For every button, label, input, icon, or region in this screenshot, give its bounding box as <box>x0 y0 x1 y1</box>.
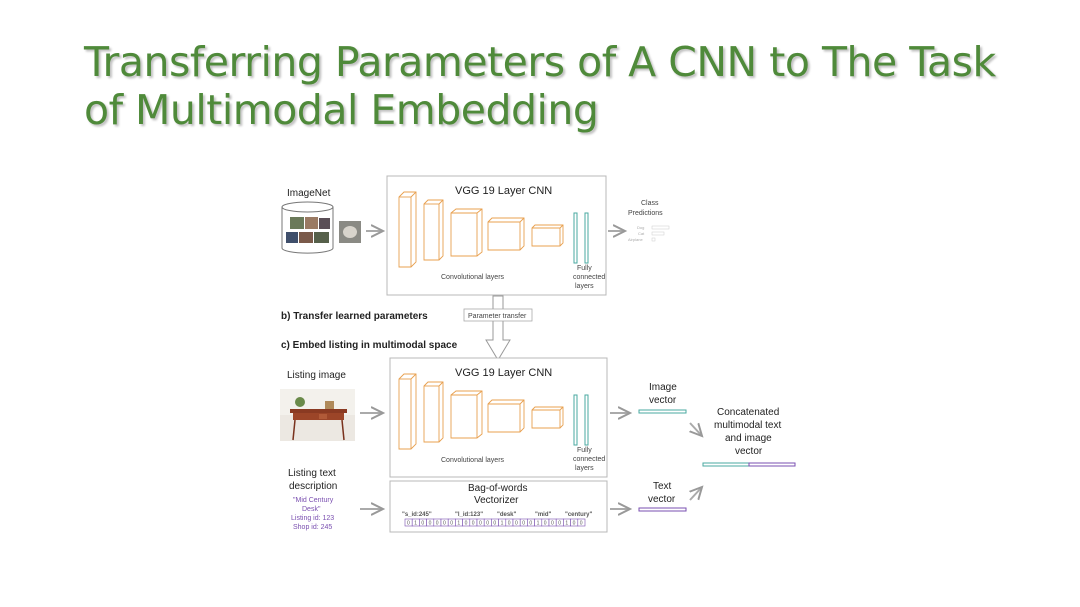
top-conv-layers-label: Convolutional layers <box>441 274 505 281</box>
bottom-cnn-title: VGG 19 Layer CNN <box>455 367 552 379</box>
bow-cell-digit: 1 <box>501 520 504 526</box>
class-item-airplane: Airplane <box>628 237 643 242</box>
bow-word-4: "mid" <box>535 512 552 518</box>
top-conv-layers <box>398 191 564 268</box>
text-vector-label-1: Text <box>653 481 672 492</box>
bow-cell-digit: 0 <box>573 520 576 526</box>
listing-text-value-3: Listing id: 123 <box>291 515 334 522</box>
bow-cell-digit: 0 <box>450 520 453 526</box>
bow-cell-digit: 0 <box>486 520 489 526</box>
top-fc-label-2: connected <box>573 274 605 281</box>
bow-cell-digit: 0 <box>465 520 468 526</box>
bow-label-1: Bag-of-words <box>468 483 527 494</box>
listing-text-label-1: Listing text <box>288 468 336 479</box>
listing-text-value-4: Shop id: 245 <box>293 524 332 531</box>
listing-text-label-2: description <box>289 481 337 492</box>
image-vector-bar <box>638 409 687 414</box>
concat-vector-bar <box>702 462 796 467</box>
bow-cell-digit: 0 <box>479 520 482 526</box>
class-item-dog: Dog <box>637 225 644 230</box>
bow-cell <box>577 518 586 527</box>
bow-cell-digit: 0 <box>558 520 561 526</box>
bottom-fc-layers <box>573 394 589 446</box>
bow-cell-digit: 0 <box>429 520 432 526</box>
imagenet-label: ImageNet <box>287 188 331 199</box>
bow-cell-digit: 1 <box>457 520 460 526</box>
step-c-label: c) Embed listing in multimodal space <box>281 340 458 351</box>
bow-cell-digit: 0 <box>443 520 446 526</box>
bow-cell-digit: 0 <box>544 520 547 526</box>
bow-cell-digit: 1 <box>537 520 540 526</box>
listing-image-label: Listing image <box>287 370 346 381</box>
top-fc-label-3: layers <box>575 283 594 290</box>
listing-text-value-1: "Mid Century <box>293 497 334 504</box>
concat-label-2: multimodal text <box>714 420 781 431</box>
bow-cell-digit: 0 <box>529 520 532 526</box>
text-vector-label-2: vector <box>648 494 676 505</box>
bow-cell-digit: 0 <box>493 520 496 526</box>
bow-cell-digit: 0 <box>551 520 554 526</box>
bow-label-2: Vectorizer <box>474 495 519 506</box>
bow-word-5: "century" <box>565 512 593 518</box>
concat-label-1: Concatenated <box>717 407 779 418</box>
bow-cell-digit: 0 <box>508 520 511 526</box>
parameter-transfer-arrow <box>485 295 511 361</box>
imagenet-database-icon <box>281 201 334 254</box>
class-predictions-bars: Dog Cat Airplane <box>628 225 670 242</box>
bow-cell-digit: 0 <box>407 520 410 526</box>
bow-cell-digit: 0 <box>421 520 424 526</box>
bow-cell-digit: 0 <box>436 520 439 526</box>
top-cnn-title: VGG 19 Layer CNN <box>455 185 552 197</box>
concat-label-3: and image <box>725 433 772 444</box>
bow-word-2: "l_id:123" <box>455 512 483 518</box>
listing-desk-image <box>280 389 355 441</box>
class-predictions-label-1: Class <box>641 200 659 207</box>
bow-cell-digit: 0 <box>580 520 583 526</box>
text-vector-bar <box>638 507 687 512</box>
image-vector-label-2: vector <box>649 395 677 406</box>
slide-title-line-2: of Multimodal Embedding <box>84 86 599 134</box>
bow-cell-digit: 1 <box>414 520 417 526</box>
top-fc-label-1: Fully <box>577 265 592 272</box>
bottom-conv-layers <box>398 373 564 450</box>
step-b-label: b) Transfer learned parameters <box>281 311 428 322</box>
arrow-text-to-concat <box>690 487 702 501</box>
bottom-fc-label-1: Fully <box>577 447 592 454</box>
class-item-cat: Cat <box>638 231 645 236</box>
bow-cell-digit: 0 <box>472 520 475 526</box>
bow-cell-digit: 1 <box>565 520 568 526</box>
sample-dog-image-subject <box>343 226 357 238</box>
parameter-transfer-box <box>463 308 533 322</box>
concat-label-4: vector <box>735 446 763 457</box>
bow-word-3: "desk" <box>497 512 517 518</box>
slide-title: Transferring Parameters of A CNN to The … <box>84 38 1044 134</box>
top-fc-layers <box>573 212 589 264</box>
listing-text-value-2: Desk" <box>302 506 321 513</box>
bow-word-1: "s_id:245" <box>402 512 432 518</box>
bottom-conv-layers-label: Convolutional layers <box>441 457 505 464</box>
arrow-image-to-concat <box>690 422 702 436</box>
image-vector-label-1: Image <box>649 382 677 393</box>
slide-title-line-1: Transferring Parameters of A CNN to The … <box>84 38 996 86</box>
bottom-fc-label-2: connected <box>573 456 605 463</box>
parameter-transfer-label: Parameter transfer <box>468 313 527 320</box>
class-predictions-label-2: Predictions <box>628 210 663 217</box>
bow-cell-digit: 0 <box>522 520 525 526</box>
bottom-fc-label-3: layers <box>575 465 594 472</box>
bow-cell-digit: 0 <box>515 520 518 526</box>
